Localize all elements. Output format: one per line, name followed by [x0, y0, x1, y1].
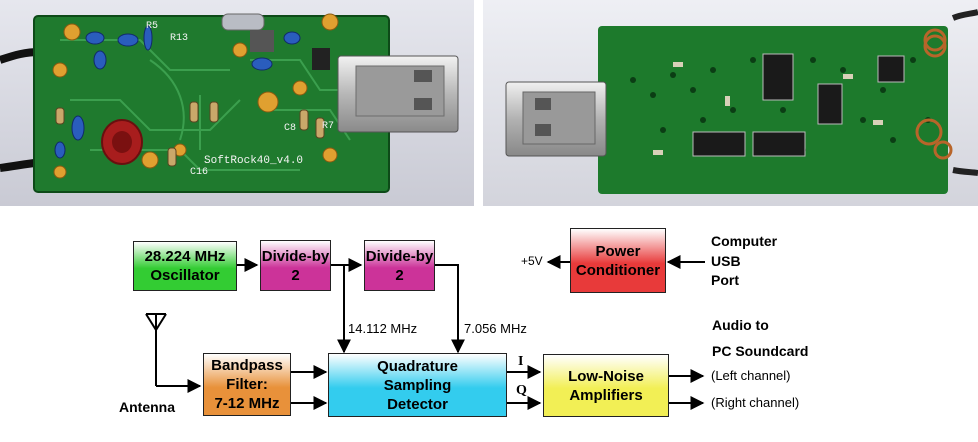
pcb-board-underside — [598, 26, 948, 194]
silk-r5: R5 — [146, 21, 158, 32]
right-channel-label: (Right channel) — [711, 395, 800, 410]
usb-label-2: USB — [711, 253, 741, 269]
audio-label-1: Audio to — [712, 317, 769, 333]
usb-label-3: Port — [711, 272, 739, 288]
silk-r13: R13 — [170, 33, 188, 44]
audio-label-2: PC Soundcard — [712, 343, 809, 359]
power-conditioner-block: Power Conditioner — [570, 228, 666, 293]
bandpass-filter-block: Bandpass Filter: 7-12 MHz — [203, 353, 291, 416]
freq-14-label: 14.112 MHz — [348, 321, 418, 336]
board-top-photo: SoftRock40_v4.0 R13 C16 C8 R7 R5 — [0, 0, 474, 206]
ic-u4 — [817, 83, 843, 125]
amplifiers-block: Low-Noise Amplifiers — [543, 354, 669, 417]
antenna-icon — [145, 313, 167, 331]
freq-7-label: 7.056 MHz — [464, 321, 527, 336]
block-diagram: 28.224 MHz Oscillator Divide-by 2 Divide… — [0, 206, 978, 442]
ic-u3 — [762, 53, 794, 101]
i-channel-label: I — [518, 354, 524, 369]
signal-wires — [145, 255, 705, 410]
detector-block: Quadrature Sampling Detector — [328, 353, 507, 417]
ic-u1 — [692, 131, 746, 157]
oscillator-block: 28.224 MHz Oscillator — [133, 241, 237, 291]
antenna-label: Antenna — [119, 399, 175, 415]
ic-u2 — [752, 131, 806, 157]
q-channel-label: Q — [516, 383, 527, 398]
board-bottom-photo — [483, 0, 978, 206]
ic-u5 — [877, 55, 905, 83]
divider-block-2: Divide-by 2 — [364, 240, 435, 291]
board-name-label: SoftRock40_v4.0 — [204, 155, 303, 167]
plus5v-label: +5V — [521, 254, 543, 268]
silk-c8: C8 — [284, 123, 296, 134]
divider-block-1: Divide-by 2 — [260, 240, 331, 291]
usb-label-1: Computer — [711, 233, 778, 249]
silk-c16: C16 — [190, 167, 208, 178]
photo-divider — [474, 0, 483, 206]
crystal — [221, 13, 265, 31]
silk-r7: R7 — [322, 121, 334, 132]
left-channel-label: (Left channel) — [711, 368, 791, 383]
